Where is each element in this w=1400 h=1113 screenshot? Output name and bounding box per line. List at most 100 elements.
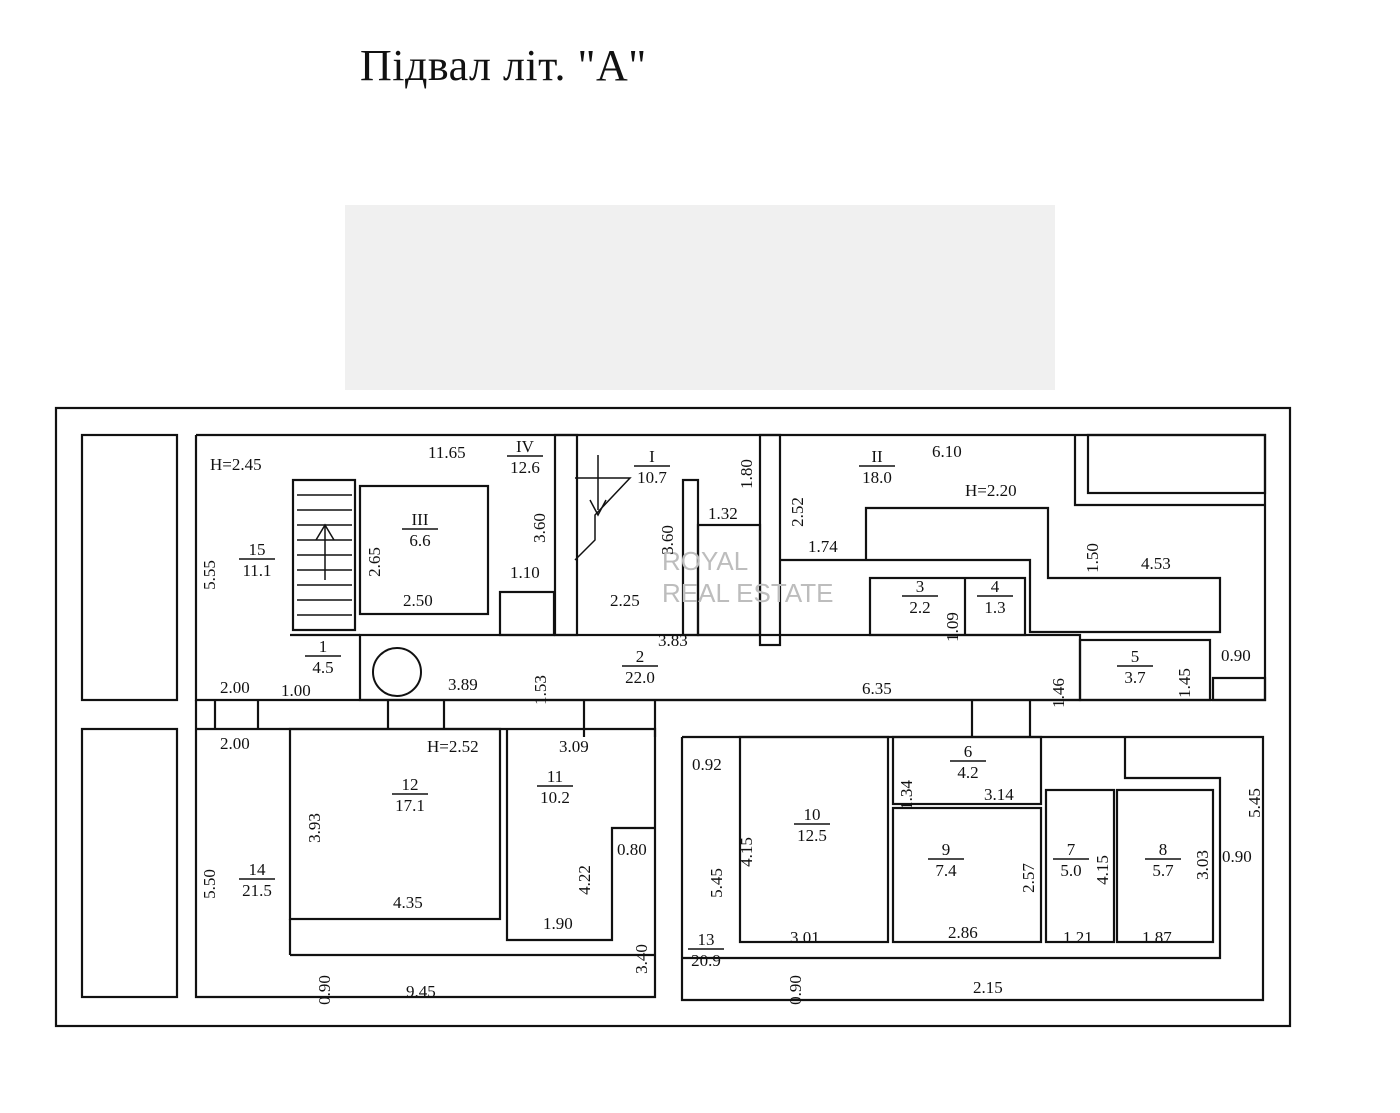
room-area: 11.1	[242, 561, 271, 580]
outer-frame	[54, 406, 1292, 1028]
height-labels: H=2.45H=2.20H=2.52	[210, 455, 1017, 756]
room-area: 4.5	[312, 658, 333, 677]
room-6	[891, 735, 1043, 806]
dimension-value: 5.45	[707, 868, 726, 898]
page-title: Підвал літ. "А"	[360, 41, 647, 90]
room-area: 21.5	[242, 881, 272, 900]
room-label: 85.7	[1145, 840, 1181, 880]
room-number: 4	[991, 577, 1000, 596]
room-label: 14 21.5	[239, 860, 275, 900]
dimension-value: 2.00	[220, 678, 250, 697]
dimension-value: 6.10	[932, 442, 962, 461]
room-label: 64.2	[950, 742, 986, 782]
room-area: 2.2	[909, 598, 930, 617]
dimension-value: 2.57	[1019, 863, 1038, 893]
dimension-value: 4.22	[575, 865, 594, 895]
room-number: 13	[698, 930, 715, 949]
room-number: 14	[249, 860, 267, 879]
room-number: 12	[402, 775, 419, 794]
room-label: 13 20.9	[688, 930, 724, 970]
room-9	[891, 806, 1043, 944]
room-number: 11	[547, 767, 563, 786]
room-number: III	[412, 510, 429, 529]
room-label: 75.0	[1053, 840, 1089, 880]
room-number: 9	[942, 840, 951, 859]
left-block-top	[80, 433, 179, 702]
dimension-value: 1.34	[897, 780, 916, 810]
room-number: 15	[249, 540, 266, 559]
dimension-value: 4.35	[393, 893, 423, 912]
room-area: 6.6	[409, 531, 430, 550]
dimension-value: 9.45	[406, 982, 436, 1001]
dimension-value: 1.46	[1049, 678, 1068, 708]
dimension-value: 0.90	[786, 975, 805, 1005]
room-area: 20.9	[691, 951, 721, 970]
round-element	[372, 647, 422, 697]
dimension-value: 5.50	[200, 869, 219, 899]
room-7	[1044, 788, 1116, 944]
dimension-value: 6.35	[862, 679, 892, 698]
dimension-value: 2.50	[403, 591, 433, 610]
ceiling-height: H=2.20	[965, 481, 1017, 500]
room-label: II 18.0	[859, 447, 895, 487]
dimension-value: 1.00	[281, 681, 311, 700]
room-10	[738, 735, 890, 944]
dimension-value: 1.50	[1083, 543, 1102, 573]
room-label: 53.7	[1117, 647, 1153, 687]
room-number: II	[871, 447, 883, 466]
room-number: 10	[804, 805, 821, 824]
dimension-value: 1.87	[1142, 928, 1172, 947]
lower-left-wing	[194, 727, 657, 999]
dimension-value: 5.45	[1245, 788, 1264, 818]
room-labels: 1511.1III6.6IV12.6I10.7II18.014.5222.032…	[239, 437, 1181, 970]
ceiling-height: H=2.52	[427, 737, 479, 756]
room-8	[1115, 788, 1215, 944]
lower-right-wing	[680, 735, 1265, 1002]
dimension-value: 4.15	[737, 837, 756, 867]
dimension-value: 0.80	[617, 840, 647, 859]
watermark-line2: REAL ESTATE	[662, 578, 833, 608]
room-area: 5.7	[1152, 861, 1174, 880]
dimension-value: 3.60	[530, 513, 549, 543]
scan-shading	[345, 205, 1055, 390]
room-label: 97.4	[928, 840, 964, 880]
room-number: IV	[516, 437, 535, 456]
dimension-value: 1.90	[543, 914, 573, 933]
dimension-value: 3.83	[658, 631, 688, 650]
left-block-bottom	[80, 727, 179, 999]
room-area: 22.0	[625, 668, 655, 687]
dimension-value: 3.03	[1193, 850, 1212, 880]
dimension-value: 0.90	[315, 975, 334, 1005]
dimension-value: 11.65	[428, 443, 466, 462]
room-area: 18.0	[862, 468, 892, 487]
room-area: 1.3	[984, 598, 1005, 617]
dimension-value: 4.53	[1141, 554, 1171, 573]
room-area: 7.4	[935, 861, 957, 880]
room-area: 3.7	[1124, 668, 1146, 687]
dimension-value: 1.09	[943, 612, 962, 642]
dimension-value: 0.90	[1222, 847, 1252, 866]
dimension-value: 2.86	[948, 923, 978, 942]
dimension-value: 3.89	[448, 675, 478, 694]
dimension-value: 1.45	[1175, 668, 1194, 698]
room-number: 7	[1067, 840, 1076, 859]
dimension-value: 0.90	[1221, 646, 1251, 665]
dimension-value: 0.92	[692, 755, 722, 774]
dimension-value: 1.74	[808, 537, 838, 556]
dimension-value: 2.52	[788, 497, 807, 527]
room-label: 222.0	[622, 647, 658, 687]
dimension-value: 2.00	[220, 734, 250, 753]
room-number: 6	[964, 742, 973, 761]
room-12	[288, 727, 502, 921]
dimension-value: 1.21	[1063, 928, 1093, 947]
room-number: 5	[1131, 647, 1140, 666]
room-label: 32.2	[902, 577, 938, 617]
dimension-value: 2.15	[973, 978, 1003, 997]
watermark-line1: ROYAL	[662, 546, 748, 576]
dimension-value: 3.40	[632, 944, 651, 974]
dimension-value: 3.93	[305, 813, 324, 843]
